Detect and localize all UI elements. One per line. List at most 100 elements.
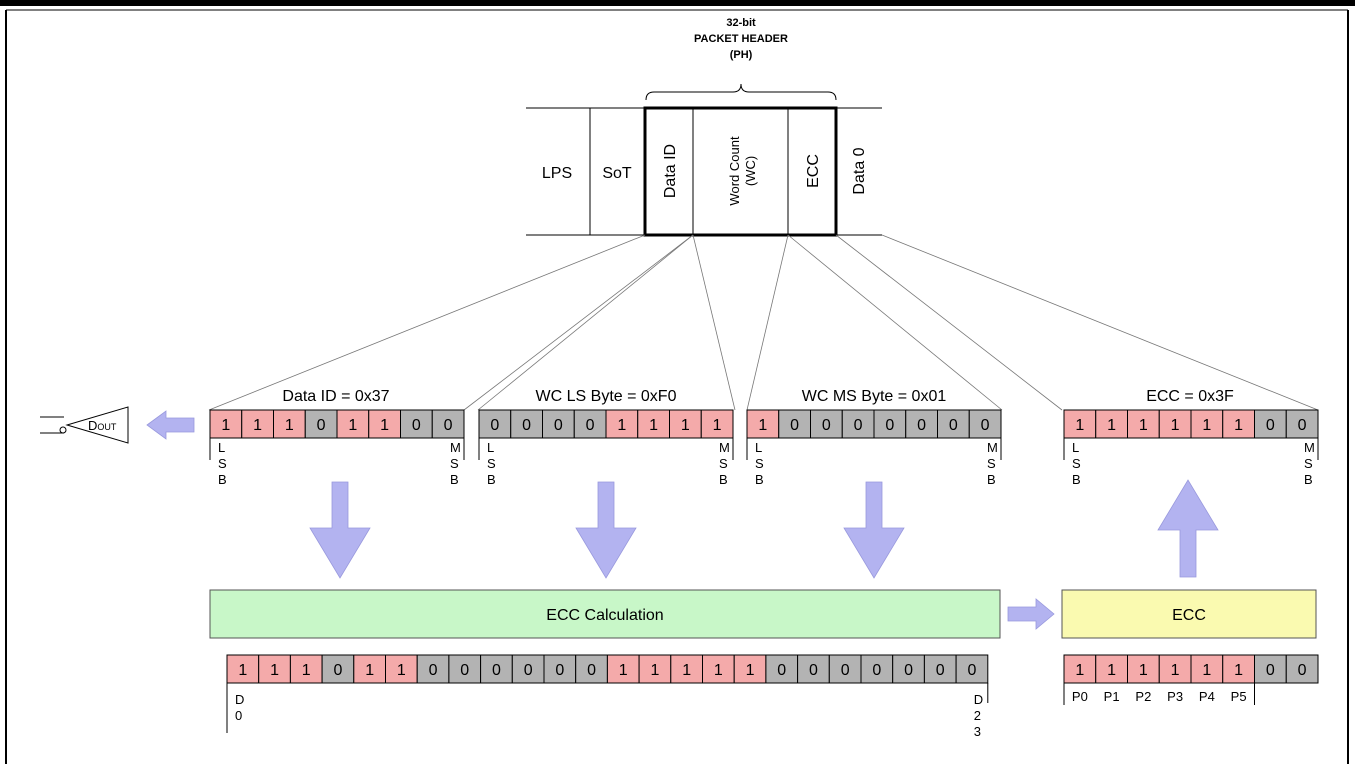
ecc-box bbox=[1061, 589, 1317, 639]
wc-ls-byte-bit-1: 0 bbox=[522, 417, 531, 434]
wc-ms-byte-bit-7: 0 bbox=[981, 417, 990, 434]
ecc-input-24bit-bit-9: 0 bbox=[524, 662, 533, 679]
ecc-output-bit-7: 0 bbox=[1298, 662, 1307, 679]
wc-ls-byte-cell-1 bbox=[510, 409, 543, 439]
parity-label-p5: P5 bbox=[1231, 689, 1247, 704]
ecc-input-24bit-bit-6: 0 bbox=[429, 662, 438, 679]
ecc-input-24bit-bit-0: 1 bbox=[238, 662, 247, 679]
wc-ms-byte-msb-label-char-1: S bbox=[987, 456, 996, 471]
data-id-byte-cell-1 bbox=[241, 409, 274, 439]
ecc-input-d23-label-char-0: D bbox=[974, 692, 983, 707]
data-id-byte-cell-4 bbox=[336, 409, 370, 439]
byte-label-wc-ms: WC MS Byte = 0x01 bbox=[802, 388, 947, 405]
field-ecc-label: ECC bbox=[805, 154, 822, 188]
data-id-byte-cell-3 bbox=[304, 409, 338, 439]
ecc-input-24bit-cell-13 bbox=[638, 654, 672, 684]
wc-ms-byte-msb-label-char-0: M bbox=[987, 440, 998, 455]
data-id-byte-bit-6: 0 bbox=[412, 417, 421, 434]
wc-ls-byte-cell-6 bbox=[669, 409, 702, 439]
dout-output-buffer bbox=[40, 406, 129, 444]
data-id-byte-msb-label-char-1: S bbox=[450, 456, 459, 471]
data-id-byte-msb-label-char-0: M bbox=[450, 440, 461, 455]
ecc-output-cell-3 bbox=[1158, 654, 1192, 684]
ecc-input-24bit-bit-12: 1 bbox=[619, 662, 628, 679]
ecc-byte-bit-4: 1 bbox=[1202, 417, 1211, 434]
wc-ms-byte-cell-0 bbox=[746, 409, 780, 439]
wc-ms-byte-lsb-label-char-1: S bbox=[755, 456, 764, 471]
arrow-to-ecc-box bbox=[1007, 598, 1055, 630]
header-brace bbox=[645, 83, 837, 101]
wc-ms-byte-lsb-label-char-0: L bbox=[755, 440, 762, 455]
ecc-byte-lsb-label-char-1: S bbox=[1072, 456, 1081, 471]
wc-ls-byte-cell-7 bbox=[700, 409, 734, 439]
ecc-byte-cell-4 bbox=[1190, 409, 1224, 439]
wc-ms-byte-bit-6: 0 bbox=[949, 417, 958, 434]
wc-ls-byte-msb-label-char-2: B bbox=[719, 472, 728, 487]
ecc-input-24bit-bit-5: 1 bbox=[397, 662, 406, 679]
parity-label-p2: P2 bbox=[1135, 689, 1151, 704]
ecc-byte-cell-7 bbox=[1285, 409, 1319, 439]
ecc-output-bit-3: 1 bbox=[1171, 662, 1180, 679]
ecc-byte-bit-0: 1 bbox=[1075, 417, 1084, 434]
wc-ms-byte-cell-5 bbox=[905, 409, 938, 439]
ecc-byte-cell-1 bbox=[1095, 409, 1128, 439]
wc-ls-byte-lsb-label-char-1: S bbox=[487, 456, 496, 471]
wc-ms-byte-bit-0: 1 bbox=[758, 417, 767, 434]
ecc-input-d0-label-char-0: D bbox=[235, 692, 244, 707]
data-id-byte-bit-4: 1 bbox=[348, 417, 357, 434]
ecc-output-bit-0: 1 bbox=[1075, 662, 1084, 679]
ecc-byte-lsb-label-char-0: L bbox=[1072, 440, 1079, 455]
data-id-byte-bit-2: 1 bbox=[285, 417, 294, 434]
ecc-input-24bit-bit-20: 0 bbox=[872, 662, 881, 679]
ecc-byte-bit-6: 0 bbox=[1266, 417, 1275, 434]
ecc-input-24bit-bit-13: 1 bbox=[650, 662, 659, 679]
wc-ls-byte-bit-4: 1 bbox=[617, 417, 626, 434]
data-id-byte-cell-6 bbox=[400, 409, 433, 439]
ecc-input-24bit-bit-14: 1 bbox=[682, 662, 691, 679]
data-id-byte-lsb-label-char-1: S bbox=[218, 456, 227, 471]
ecc-calculation-box bbox=[209, 589, 1001, 639]
wc-ls-byte-lsb-label-char-0: L bbox=[487, 440, 494, 455]
data-id-byte-bit-1: 1 bbox=[253, 417, 262, 434]
data-id-byte-bit-7: 0 bbox=[444, 417, 453, 434]
ecc-output-bit-5: 1 bbox=[1234, 662, 1243, 679]
wc-ms-byte-bit-1: 0 bbox=[790, 417, 799, 434]
ecc-input-24bit-cell-14 bbox=[670, 654, 703, 684]
byte-label-wc-ls: WC LS Byte = 0xF0 bbox=[536, 388, 677, 405]
wc-ms-byte-cell-7 bbox=[968, 409, 1002, 439]
ecc-input-24bit-cell-21 bbox=[892, 654, 925, 684]
ecc-box-label: ECC bbox=[1172, 607, 1206, 624]
parity-label-p1: P1 bbox=[1104, 689, 1120, 704]
wc-ls-byte-cell-2 bbox=[542, 409, 575, 439]
ecc-input-24bit-bit-19: 0 bbox=[841, 662, 850, 679]
ecc-input-24bit-cell-9 bbox=[511, 654, 545, 684]
data-id-byte-cell-2 bbox=[273, 409, 306, 439]
down-arrow-wc-ms bbox=[843, 481, 905, 579]
byte-label-ecc: ECC = 0x3F bbox=[1146, 388, 1234, 405]
data-id-byte-cell-0 bbox=[209, 409, 243, 439]
ecc-output-cell-1 bbox=[1095, 654, 1128, 684]
down-arrow-wc-ls bbox=[575, 481, 637, 579]
parity-label-p4: P4 bbox=[1199, 689, 1215, 704]
ecc-byte-cell-2 bbox=[1127, 409, 1160, 439]
parity-label-p0: P0 bbox=[1072, 689, 1088, 704]
packet-strip bbox=[526, 106, 882, 237]
ecc-input-24bit-bit-1: 1 bbox=[270, 662, 279, 679]
ecc-byte-msb-label-char-0: M bbox=[1304, 440, 1315, 455]
ecc-input-24bit-bit-18: 0 bbox=[809, 662, 818, 679]
wc-ls-byte-bit-5: 1 bbox=[649, 417, 658, 434]
fan-lines bbox=[208, 234, 1319, 411]
header-title-line-3: (PH) bbox=[730, 49, 753, 61]
wc-ls-byte-cell-4 bbox=[605, 409, 639, 439]
field-data0-label: Data 0 bbox=[851, 147, 868, 194]
field-word-count-label-1: Word Count bbox=[727, 136, 742, 206]
wc-ls-byte-msb-label-char-1: S bbox=[719, 456, 728, 471]
parity-label-p3: P3 bbox=[1167, 689, 1183, 704]
ecc-input-24bit-bit-22: 0 bbox=[936, 662, 945, 679]
byte-label-data-id: Data ID = 0x37 bbox=[282, 388, 389, 405]
ecc-input-24bit-cell-12 bbox=[606, 654, 640, 684]
ecc-output-bit-1: 1 bbox=[1107, 662, 1116, 679]
ecc-byte-lsb-label-char-2: B bbox=[1072, 472, 1081, 487]
